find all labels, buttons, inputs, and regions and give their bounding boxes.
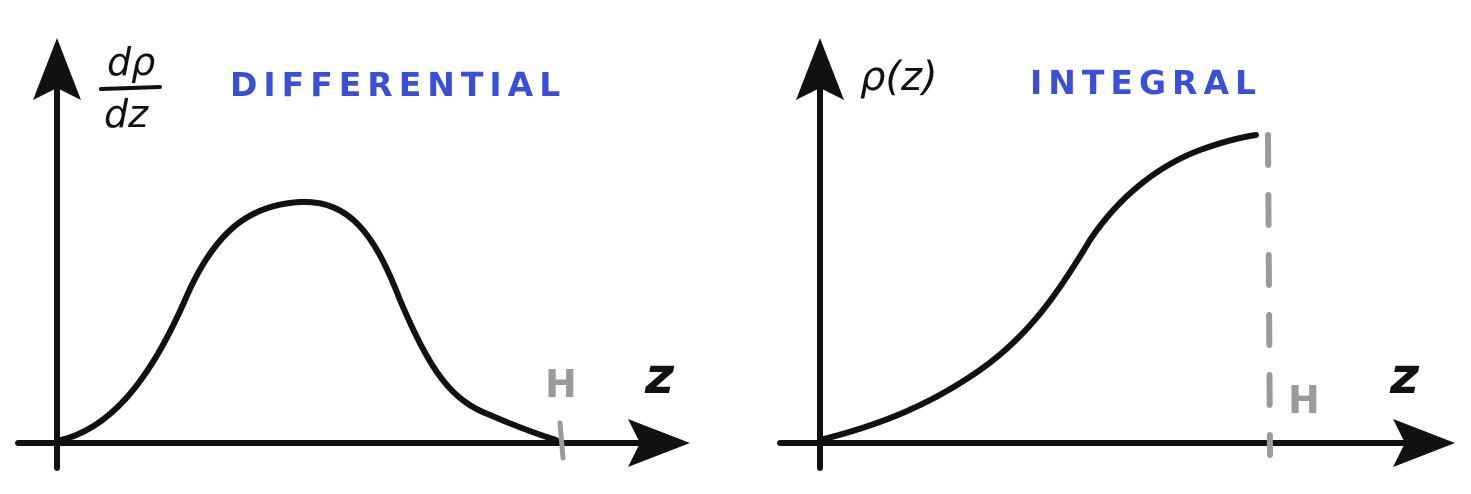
right-h-dashed-line	[1265, 132, 1273, 458]
right-y-axis-arrowhead	[796, 38, 844, 100]
right-y-label: ρ(z)	[860, 54, 938, 100]
integral-panel: ρ(z) INTEGRAL H z	[777, 38, 1455, 471]
left-h-label: H	[545, 362, 577, 406]
left-y-label-denominator: dz	[104, 92, 149, 136]
differential-curve	[54, 198, 559, 444]
integral-title: INTEGRAL	[1030, 63, 1262, 102]
integral-curve	[817, 132, 1259, 443]
left-x-label: z	[644, 347, 675, 405]
differential-title: DIFFERENTIAL	[230, 65, 566, 104]
left-x-axis-arrowhead	[628, 419, 690, 467]
left-y-label-fraction-bar	[99, 85, 162, 91]
left-h-marker-tick	[557, 420, 566, 461]
left-y-label-numerator: dρ	[107, 40, 155, 84]
right-x-label: z	[1389, 347, 1420, 405]
right-x-axis-arrowhead	[1393, 419, 1455, 467]
differential-panel: dρ dz DIFFERENTIAL H z	[15, 38, 690, 471]
right-h-label: H	[1288, 378, 1320, 422]
left-y-axis-arrowhead	[33, 38, 81, 100]
